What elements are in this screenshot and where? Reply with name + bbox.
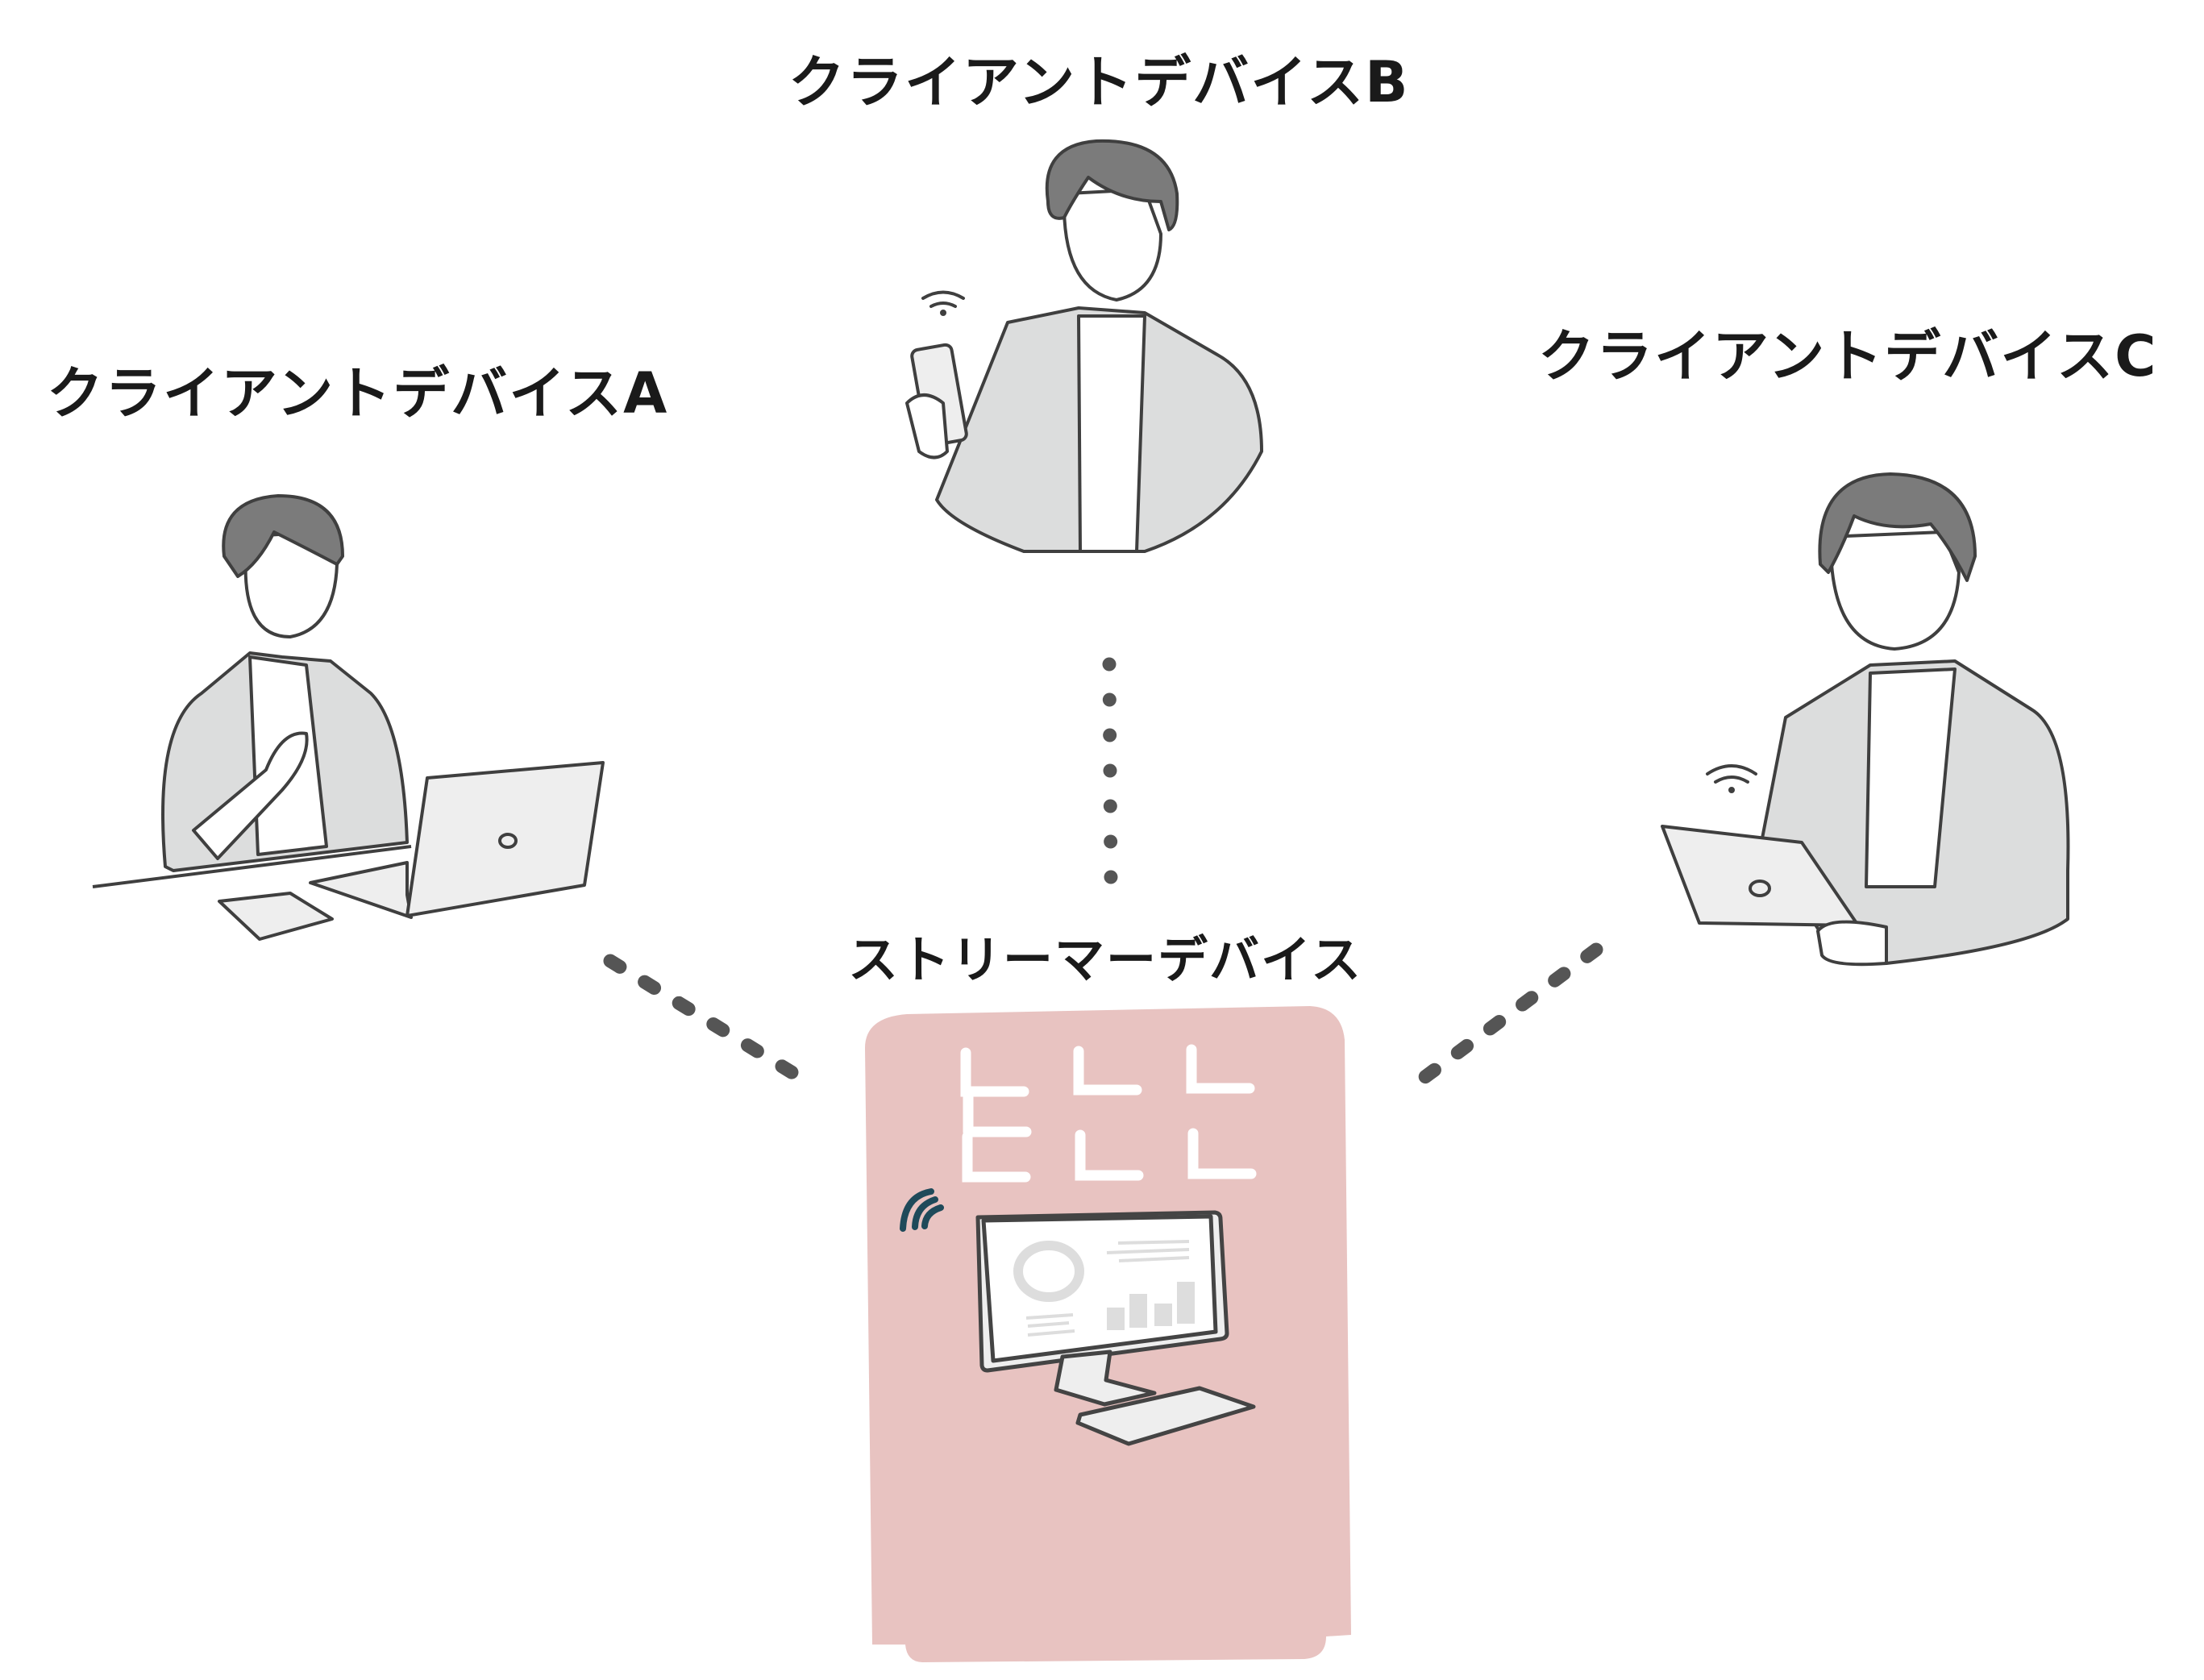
- person-a-with-laptop: [92, 494, 605, 941]
- connector-b-streamer: [1102, 657, 1118, 886]
- connector-a-streamer: [603, 954, 801, 1081]
- client-device-c-label: クライアントデバイスC: [1538, 323, 2158, 389]
- person-b-with-smartphone: [905, 139, 1263, 553]
- wifi-icon-c: [1706, 764, 1757, 793]
- windows-grid-icon: [960, 1044, 1255, 1137]
- connector-c-streamer: [1416, 942, 1603, 1086]
- client-device-b-label: クライアントデバイスB: [788, 49, 1410, 115]
- person-c-with-laptop: [1661, 472, 2070, 967]
- wifi-icon: [900, 1188, 944, 1232]
- windows-grid-icon-row2: [962, 1128, 1257, 1183]
- monitor-icon: [975, 1210, 1256, 1446]
- client-device-a-label: クライアントデバイスA: [47, 360, 669, 426]
- streamer-device: [865, 1006, 1351, 1662]
- streamer-device-label: ストリーマーデバイス: [848, 930, 1363, 989]
